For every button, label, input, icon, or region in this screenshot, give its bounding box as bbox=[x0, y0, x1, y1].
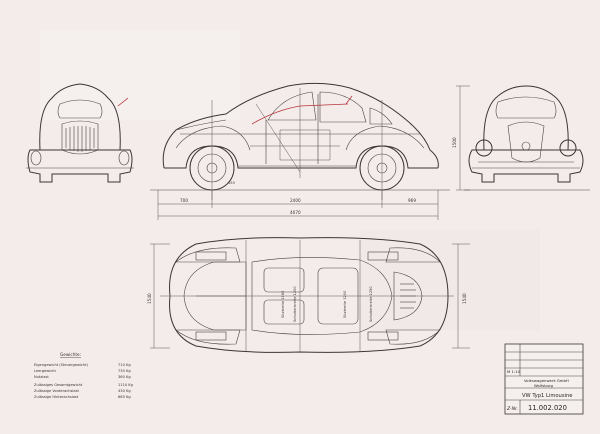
interior-shoulder-front: Schulterbreite 1200 bbox=[293, 286, 297, 322]
dim-overall-width: 1540 bbox=[147, 293, 152, 304]
dim-overall-height: 1500 bbox=[452, 137, 457, 148]
interior-width-front: Sitzbreite 1160 bbox=[281, 290, 285, 318]
weights-heading: Gewichte: bbox=[60, 352, 81, 357]
weight-label: Zulässige Vorderachslast bbox=[34, 389, 79, 393]
title-block-scale: M 1:10 bbox=[507, 369, 521, 374]
top-view bbox=[160, 237, 454, 353]
dim-wheelbase: 2400 bbox=[290, 198, 301, 203]
dim-front-overhang: 700 bbox=[180, 198, 188, 203]
top-width-dimensions bbox=[150, 243, 470, 349]
weight-label: Zulässiges Gesamtgewicht bbox=[34, 383, 83, 387]
weight-label: Eigengewicht (Steuergewicht) bbox=[34, 363, 89, 367]
dim-rear-overhang: 969 bbox=[408, 198, 416, 203]
front-view bbox=[468, 85, 584, 183]
svg-text:150: 150 bbox=[228, 181, 236, 185]
weight-value: 730 Kg bbox=[118, 369, 131, 373]
dim-overall-width-rear: 1540 bbox=[462, 293, 467, 304]
weight-label: Leergewicht bbox=[34, 369, 56, 373]
title-block-drawing-no: 11.002.020 bbox=[528, 404, 567, 412]
weight-value: 1110 Kg bbox=[118, 383, 133, 387]
title-block-title: VW Typ1 Limousine bbox=[522, 393, 572, 399]
interior-width-rear: Sitzbreite 1200 bbox=[343, 290, 347, 318]
weight-value: 665 Kg bbox=[118, 395, 131, 399]
title-block bbox=[504, 343, 584, 415]
rear-view bbox=[26, 83, 134, 183]
weights-table: Gewichte: Eigengewicht (Steuergewicht) 7… bbox=[34, 352, 133, 399]
front-height-dimension bbox=[456, 85, 590, 191]
title-block-city: Wolfsburg bbox=[534, 383, 554, 388]
title-block-drawing-no-label: Z-Nr. bbox=[506, 406, 518, 412]
weight-label: Zulässige Hinterachslast bbox=[34, 395, 79, 399]
weight-value: 710 Kg bbox=[118, 363, 131, 367]
weight-value: 360 Kg bbox=[118, 375, 131, 379]
interior-shoulder-rear: Schulterbreite 1250 bbox=[369, 286, 373, 322]
weight-value: 430 Kg bbox=[118, 389, 131, 393]
weight-label: Nutzlast bbox=[34, 375, 49, 379]
title-block-company: Volkswagenwerk GmbH bbox=[524, 378, 569, 383]
side-dimensions bbox=[157, 190, 439, 220]
dim-overall-length: 4070 bbox=[290, 210, 301, 215]
